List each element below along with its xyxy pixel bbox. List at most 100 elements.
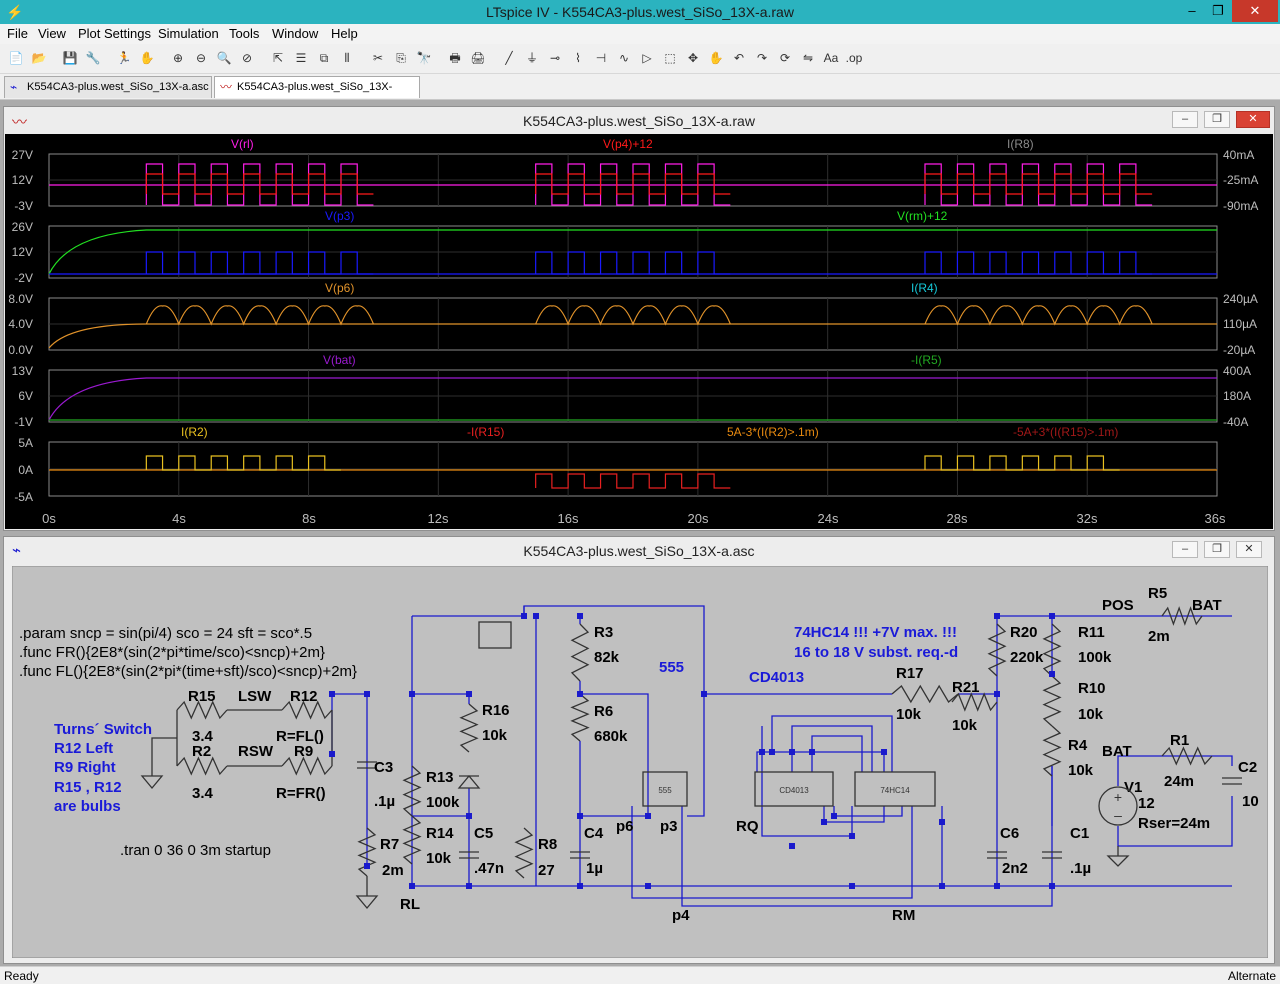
comment-subst-required[interactable]: 16 to 18 V subst. req.-d — [794, 644, 958, 661]
net-p4[interactable]: p4 — [672, 907, 690, 924]
ic-555[interactable]: 555 — [642, 771, 688, 807]
r21-value[interactable]: 10k — [952, 717, 978, 734]
r1-label[interactable]: R1 — [1170, 732, 1189, 749]
waveform-close-button[interactable]: ✕ — [1236, 111, 1270, 128]
comment-74hc14-warning[interactable]: 74HC14 !!! +7V max. !!! — [794, 624, 957, 641]
maximize-button[interactable]: ❐ — [1212, 3, 1224, 18]
net-p3[interactable]: p3 — [660, 818, 678, 835]
zoom-out-icon[interactable]: ⊖ — [195, 51, 207, 65]
trace-label-ir5[interactable]: -I(R5) — [911, 353, 942, 367]
r4-value[interactable]: 10k — [1068, 762, 1094, 779]
cascade-icon[interactable]: ⧉ — [319, 51, 329, 65]
schematic-minimize-button[interactable]: – — [1172, 541, 1198, 558]
c1-value[interactable]: .1µ — [1070, 860, 1091, 877]
r3-label[interactable]: R3 — [594, 624, 613, 641]
trace-label-vp3[interactable]: V(p3) — [325, 209, 354, 223]
new-schematic-icon[interactable]: 📄 — [8, 51, 24, 65]
c4-label[interactable]: C4 — [584, 825, 604, 842]
net-rl[interactable]: RL — [400, 896, 420, 913]
r11-label[interactable]: R11 — [1078, 624, 1105, 641]
move-icon[interactable]: ✥ — [687, 51, 699, 65]
r9-label[interactable]: R9 — [294, 743, 313, 760]
trace-label-vrm[interactable]: V(rm)+12 — [897, 209, 948, 223]
trace-label-ir8[interactable]: I(R8) — [1007, 137, 1034, 151]
diode-icon[interactable]: ▷ — [642, 51, 652, 65]
net-rm[interactable]: RM — [892, 907, 915, 924]
schematic-close-button[interactable]: ✕ — [1236, 541, 1262, 558]
bat-label[interactable]: BAT — [1102, 743, 1132, 760]
c2-value[interactable]: 10 — [1242, 793, 1259, 810]
waveform-restore-button[interactable]: ❐ — [1204, 111, 1230, 128]
zoom-in-icon[interactable]: ⊕ — [172, 51, 184, 65]
r10-label[interactable]: R10 — [1078, 680, 1106, 697]
menu-simulation[interactable]: Simulation — [158, 26, 219, 41]
ic-74hc14[interactable]: 74HC14 — [854, 771, 936, 807]
r2-value[interactable]: 3.4 — [192, 785, 214, 802]
r9-value[interactable]: R=FR() — [276, 785, 326, 802]
r20-label[interactable]: R20 — [1010, 624, 1038, 641]
func-fl-directive[interactable]: .func FL(){2E8*(sin(2*pi*(time+sft)/sco)… — [19, 663, 357, 680]
r1-value[interactable]: 24m — [1164, 773, 1194, 790]
v1-value[interactable]: 12 — [1138, 795, 1155, 812]
r11-value[interactable]: 100k — [1078, 649, 1112, 666]
r3-value[interactable]: 82k — [594, 649, 620, 666]
trace-label-ir2[interactable]: I(R2) — [181, 425, 208, 439]
comment-cd4013[interactable]: CD4013 — [749, 669, 804, 686]
tab-waveform[interactable]: 〰 K554CA3-plus.west_SiSo_13X-a.raw — [214, 76, 420, 113]
menu-view[interactable]: View — [38, 26, 66, 41]
comment-555[interactable]: 555 — [659, 659, 684, 676]
relay-symbol[interactable] — [478, 621, 512, 649]
tile-vertical-icon[interactable]: ⫴ — [344, 51, 350, 65]
minimize-button[interactable]: – — [1188, 3, 1196, 18]
zoom-cancel-icon[interactable]: ⊘ — [241, 51, 253, 65]
net-p6[interactable]: p6 — [616, 818, 634, 835]
r13-value[interactable]: 100k — [426, 794, 460, 811]
component-icon[interactable]: ⬚ — [664, 51, 676, 65]
c6-value[interactable]: 2n2 — [1002, 860, 1028, 877]
schematic-window-titlebar[interactable]: ⌁ K554CA3-plus.west_SiSo_13X-a.asc – ❐ ✕ — [4, 537, 1274, 563]
r14-label[interactable]: R14 — [426, 825, 454, 842]
c1-label[interactable]: C1 — [1070, 825, 1089, 842]
rotate-icon[interactable]: ⟳ — [779, 51, 791, 65]
func-fr-directive[interactable]: .func FR(){2E8*(sin(2*pi*time/sco)<sncp)… — [19, 644, 325, 661]
run-icon[interactable]: 🏃 — [116, 51, 132, 65]
menu-tools[interactable]: Tools — [229, 26, 260, 41]
find-icon[interactable]: 🔭 — [416, 51, 432, 65]
wire-icon[interactable]: ╱ — [505, 51, 513, 65]
print-preview-icon[interactable]: 🖨 — [470, 51, 486, 65]
r6-value[interactable]: 680k — [594, 728, 628, 745]
voltage-source-v1[interactable]: + – — [1098, 786, 1138, 826]
autorange-icon[interactable]: ⇱ — [272, 51, 284, 65]
label-icon[interactable]: ⊸ — [549, 51, 561, 65]
schematic-restore-button[interactable]: ❐ — [1204, 541, 1230, 558]
tran-directive[interactable]: .tran 0 36 0 3m startup — [120, 842, 271, 859]
c5-value[interactable]: .47n — [474, 860, 504, 877]
resistor-icon[interactable]: ⌇ — [575, 51, 581, 65]
capacitor-icon[interactable]: ⊣ — [595, 51, 607, 65]
c2-label[interactable]: C2 — [1238, 759, 1257, 776]
text-icon[interactable]: Aa — [823, 51, 839, 65]
waveform-plot[interactable]: 27V 12V -3V 40mA -25mA -90mA V(rl) V(p4)… — [5, 134, 1273, 529]
param-directive[interactable]: .param sncp = sin(pi/4) sco = 24 sft = s… — [19, 625, 312, 642]
menu-help[interactable]: Help — [331, 26, 358, 41]
menu-plot-settings[interactable]: Plot Settings — [78, 26, 151, 41]
trace-label-expr-right[interactable]: -5A+3*(I(R15)>.1m) — [1013, 425, 1118, 439]
copy-icon[interactable]: ⎘ — [396, 51, 406, 65]
zoom-fit-icon[interactable]: 🔍 — [216, 51, 232, 65]
undo-icon[interactable]: ↶ — [733, 51, 745, 65]
menu-window[interactable]: Window — [272, 26, 319, 41]
tab-schematic[interactable]: ⌁ K554CA3-plus.west_SiSo_13X-a.asc — [4, 76, 212, 98]
r6-label[interactable]: R6 — [594, 703, 613, 720]
print-icon[interactable]: 🖶 — [449, 51, 461, 65]
v1-label[interactable]: V1 — [1124, 779, 1142, 796]
r7-label[interactable]: R7 — [380, 836, 399, 853]
r15-label[interactable]: R15 — [188, 688, 216, 705]
r2-label[interactable]: R2 — [192, 743, 211, 760]
save-icon[interactable]: 💾 — [62, 51, 78, 65]
comment-r12-left[interactable]: R12 Left — [54, 740, 113, 757]
r7-value[interactable]: 2m — [382, 862, 404, 879]
control-panel-icon[interactable]: 🔧 — [85, 51, 101, 65]
halt-icon[interactable]: ✋ — [139, 51, 155, 65]
trace-label-ir4[interactable]: I(R4) — [911, 281, 938, 295]
close-button[interactable]: ✕ — [1232, 0, 1278, 22]
